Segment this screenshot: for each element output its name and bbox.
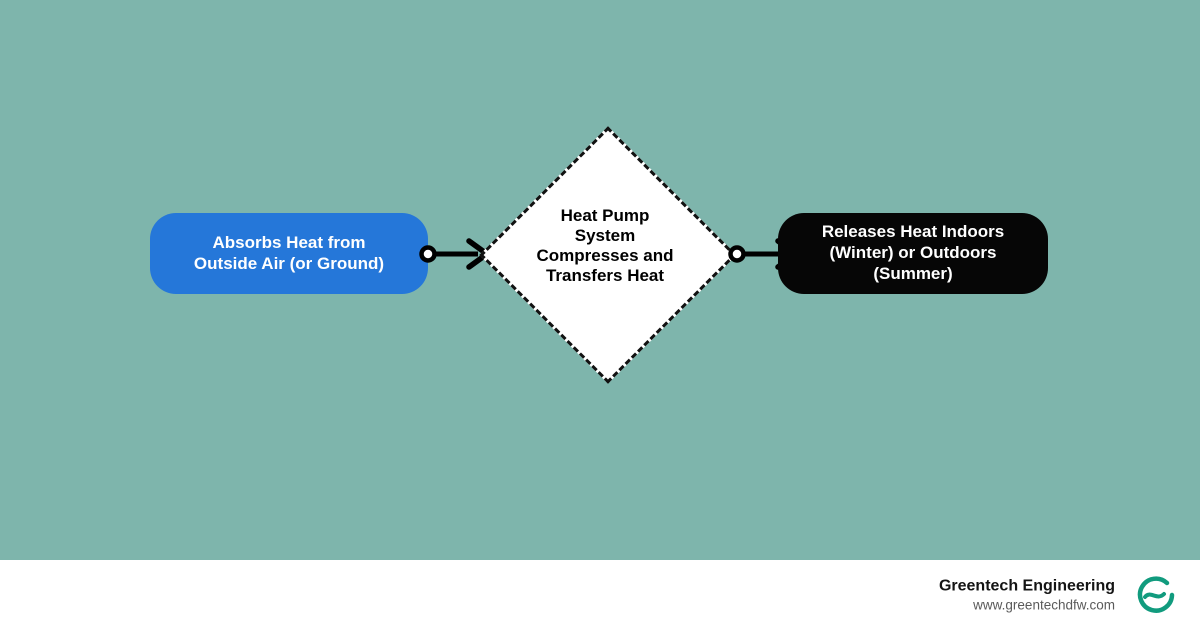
process-node-label: Heat Pump System Compresses and Transfer… <box>505 206 705 286</box>
input-node-absorbs-heat: Absorbs Heat from Outside Air (or Ground… <box>150 213 428 294</box>
process-node-line: Transfers Heat <box>545 266 665 286</box>
input-node-line: Outside Air (or Ground) <box>193 253 385 273</box>
greentech-logo-icon <box>1137 576 1175 613</box>
process-node-line: System <box>574 226 636 246</box>
output-node-line: Releases Heat Indoors <box>821 222 1005 242</box>
footer-bar: Greentech Engineering www.greentechdfw.c… <box>0 560 1200 630</box>
output-node-line: (Winter) or Outdoors <box>829 243 997 263</box>
process-node-line: Heat Pump <box>560 206 650 225</box>
input-node-line: Absorbs Heat from <box>212 232 366 252</box>
process-node-line: Compresses and <box>536 246 674 266</box>
output-node-line: (Summer) <box>873 263 953 283</box>
company-name: Greentech Engineering <box>938 577 1115 595</box>
connector-dot-icon <box>728 245 746 263</box>
footer-branding: Greentech Engineering www.greentechdfw.c… <box>939 578 1115 613</box>
connector-dot-icon <box>419 245 437 263</box>
company-website: www.greentechdfw.com <box>973 597 1115 613</box>
output-node-releases-heat: Releases Heat Indoors (Winter) or Outdoo… <box>778 213 1048 294</box>
